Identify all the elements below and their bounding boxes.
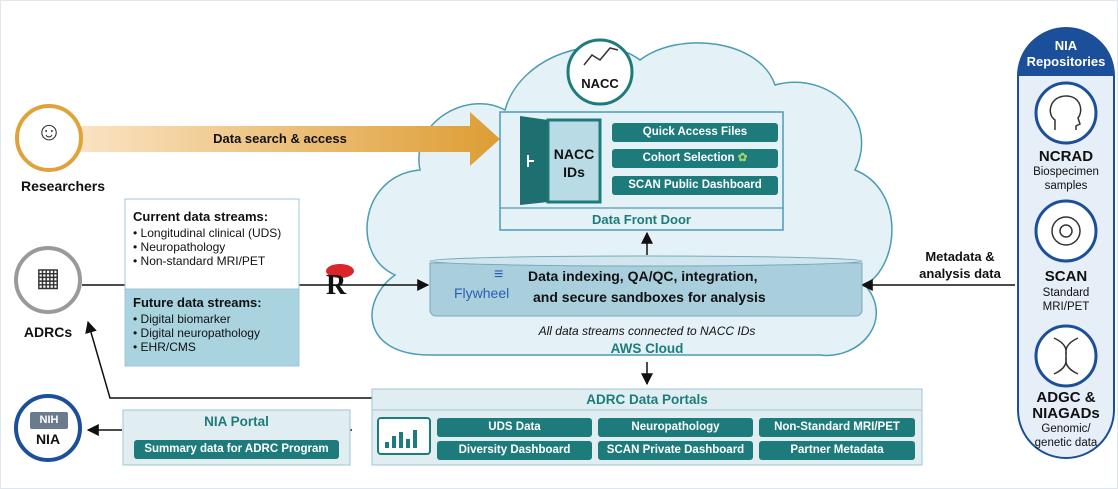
current-data-streams: Current data streams: Longitudinal clini…: [133, 209, 298, 269]
scan-name: SCAN: [1044, 268, 1088, 285]
list-item: EHR/CMS: [133, 340, 298, 354]
future-data-streams: Future data streams: Digital biomarker D…: [133, 295, 298, 355]
nacc-ids-line1: NACC: [553, 146, 595, 162]
nih-badge: NIH: [30, 412, 68, 429]
partner-metadata-button[interactable]: Partner Metadata: [759, 441, 915, 460]
researchers-circle: [15, 104, 83, 172]
brain-head-icon: [1049, 95, 1082, 130]
adrcs-label: ADRCs: [23, 324, 73, 340]
list-item: Digital neuropathology: [133, 326, 298, 340]
nia-label: NIA: [35, 431, 61, 447]
metadata-label-1: Metadata &: [925, 249, 995, 264]
uds-data-button[interactable]: UDS Data: [437, 418, 592, 437]
non-standard-mri-pet-button[interactable]: Non-Standard MRI/PET: [759, 418, 915, 437]
adgc-name-2: NIAGADs: [1032, 405, 1100, 422]
scan-desc-2: MRI/PET: [1042, 301, 1090, 313]
flywheel-logo: Flywheel: [454, 285, 510, 301]
leaf-icon: ✿: [737, 152, 748, 164]
cohort-selection-button[interactable]: Cohort Selection ✿: [612, 149, 778, 168]
nia-portal-title: NIA Portal: [204, 414, 269, 429]
quick-access-files-button[interactable]: Quick Access Files: [612, 123, 778, 142]
list-item: Non-standard MRI/PET: [133, 254, 298, 268]
repositories-title-2: Repositories: [1026, 54, 1106, 69]
researcher-icon: ☺: [35, 116, 63, 146]
hospital-icon: ▦: [35, 262, 61, 292]
neuropathology-button[interactable]: Neuropathology: [598, 418, 753, 437]
aws-cloud-label: AWS Cloud: [610, 341, 684, 356]
current-streams-title: Current data streams:: [133, 209, 269, 224]
nacc-label: NACC: [581, 76, 619, 91]
flywheel-logo-icon: ≡: [494, 266, 504, 283]
dna-icon: [1053, 337, 1079, 375]
flywheel-line1: Data indexing, QA/QC, integration,: [528, 268, 758, 284]
door-icon: [546, 118, 602, 204]
flywheel-line2: and secure sandboxes for analysis: [533, 289, 766, 305]
researchers-label: Researchers: [20, 178, 106, 194]
list-item: Neuropathology: [133, 240, 298, 254]
list-item: Digital biomarker: [133, 312, 298, 326]
adrc-portals-title: ADRC Data Portals: [586, 392, 708, 407]
cohort-selection-label: Cohort Selection: [642, 152, 735, 164]
adgc-desc-1: Genomic/: [1041, 423, 1091, 435]
future-streams-title: Future data streams:: [133, 295, 262, 310]
adgc-name-1: ADGC &: [1036, 389, 1096, 406]
diversity-dashboard-button[interactable]: Diversity Dashboard: [437, 441, 592, 460]
metadata-label-2: analysis data: [919, 266, 1001, 281]
data-front-door-title: Data Front Door: [592, 212, 691, 227]
scan-public-dashboard-button[interactable]: SCAN Public Dashboard: [612, 176, 778, 195]
r-logo-cap: [326, 264, 354, 278]
ncrad-name: NCRAD: [1038, 148, 1094, 165]
ncrad-desc-2: samples: [1044, 180, 1088, 192]
nacc-chart-icon: [583, 47, 619, 66]
scanner-icon: [1051, 216, 1081, 246]
list-item: Longitudinal clinical (UDS): [133, 226, 298, 240]
adrcs-circle: [14, 246, 82, 314]
repositories-title-1: NIA: [1054, 38, 1078, 53]
summary-data-button[interactable]: Summary data for ADRC Program: [134, 440, 339, 459]
ncrad-desc-1: Biospecimen: [1033, 166, 1099, 178]
cloud-caption: All data streams connected to NACC IDs: [538, 324, 756, 338]
scan-private-dashboard-button[interactable]: SCAN Private Dashboard: [598, 441, 753, 460]
adgc-desc-2: genetic data: [1034, 437, 1098, 449]
r-logo: R: [326, 270, 347, 301]
scan-desc-1: Standard: [1042, 287, 1090, 299]
data-search-label: Data search & access: [213, 131, 347, 146]
data-search-arrow: [75, 112, 500, 166]
nacc-ids-line2: IDs: [563, 164, 585, 180]
